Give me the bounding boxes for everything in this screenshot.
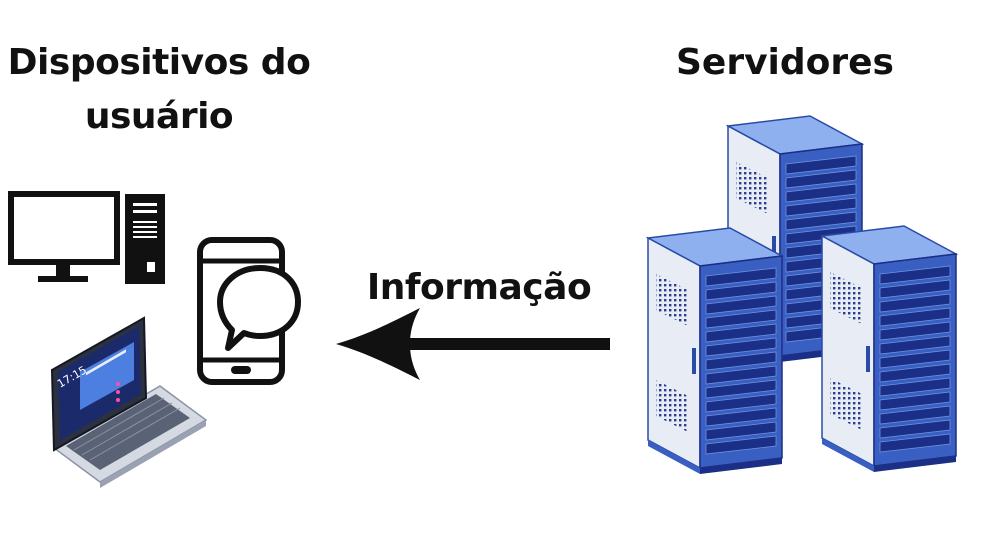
desktop-computer-icon xyxy=(8,191,165,284)
laptop-icon: 17:15 xyxy=(50,316,208,488)
server-rack-icon xyxy=(647,227,783,475)
server-rack-icon xyxy=(821,225,957,473)
devices-title-line2: usuário xyxy=(84,96,234,137)
smartphone-chat-icon xyxy=(197,237,301,385)
devices-title-line1: Dispositivos do xyxy=(7,42,311,83)
devices-title: Dispositivos do usuário xyxy=(0,36,318,144)
servers-title: Servidores xyxy=(675,42,894,83)
information-label: Informação xyxy=(366,267,592,308)
information-arrow xyxy=(336,308,610,380)
